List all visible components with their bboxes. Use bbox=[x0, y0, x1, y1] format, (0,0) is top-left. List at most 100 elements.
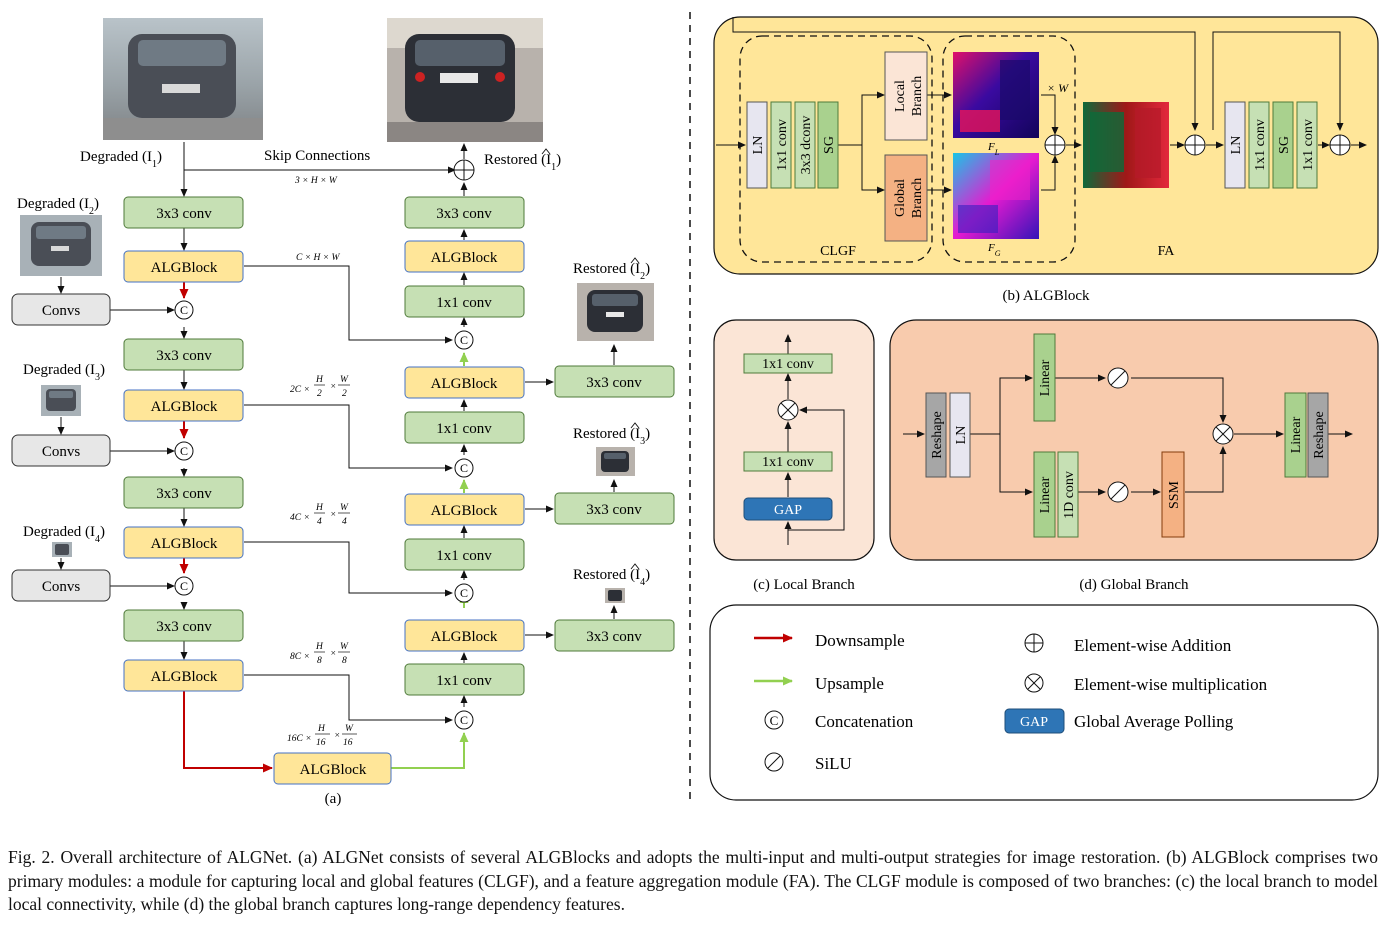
label-restored-3: Restored (I3) bbox=[573, 426, 650, 447]
fa-conv1-a: 1x1 conv bbox=[1248, 101, 1270, 189]
svg-text:H: H bbox=[317, 724, 326, 734]
encoder-conv3-3: 3x3 conv bbox=[123, 476, 244, 509]
svg-text:Branch: Branch bbox=[910, 76, 925, 116]
local-gap-block: GAP bbox=[743, 497, 833, 521]
label-fl: FL bbox=[987, 141, 1000, 157]
svg-text:Reshape: Reshape bbox=[930, 411, 945, 458]
clgf-dconv: 3x3 dconv bbox=[794, 101, 816, 189]
global-linear-bottom: Linear bbox=[1033, 451, 1056, 538]
svg-text:ALGBlock: ALGBlock bbox=[431, 376, 498, 392]
output-conv3-2: 3x3 conv bbox=[554, 365, 675, 398]
panel-b-label: (b) ALGBlock bbox=[1002, 288, 1090, 304]
svg-text:Convs: Convs bbox=[42, 444, 81, 460]
svg-text:C: C bbox=[460, 333, 468, 347]
global-linear-top: Linear bbox=[1033, 333, 1056, 422]
label-degraded-2: Degraded (I2) bbox=[17, 196, 99, 217]
svg-text:16: 16 bbox=[343, 738, 353, 748]
convs-block-2: Convs bbox=[11, 293, 111, 326]
legend-concat-icon: C bbox=[764, 710, 784, 730]
dim-label-l3: 4C × H4 × W4 bbox=[290, 503, 350, 527]
decoder-algblock-4: ALGBlock bbox=[404, 619, 525, 652]
encoder-conv3-1: 3x3 conv bbox=[123, 196, 244, 229]
svg-text:LN: LN bbox=[954, 426, 969, 445]
svg-text:Linear: Linear bbox=[1038, 359, 1053, 396]
global-reshape-in: Reshape bbox=[925, 392, 947, 478]
restored-image-3 bbox=[596, 447, 635, 476]
svg-text:H: H bbox=[315, 375, 324, 385]
svg-text:8C ×: 8C × bbox=[290, 652, 310, 662]
svg-text:1x1 conv: 1x1 conv bbox=[436, 548, 492, 564]
legend-silu-label: SiLU bbox=[815, 754, 852, 773]
silu-icon-top bbox=[1107, 367, 1129, 389]
concat-circle-dec-3: C bbox=[454, 583, 474, 603]
dim-label-l5: 16C × H16 × W16 bbox=[287, 724, 357, 748]
label-restored-2: Restored (I2) bbox=[573, 261, 650, 282]
svg-text:×: × bbox=[330, 649, 336, 659]
skip-connections-label: Skip Connections bbox=[264, 148, 370, 164]
decoder-algblock-3: ALGBlock bbox=[404, 493, 525, 526]
svg-text:3x3 conv: 3x3 conv bbox=[586, 629, 642, 645]
svg-text:1x1 conv: 1x1 conv bbox=[775, 119, 790, 171]
svg-text:8: 8 bbox=[317, 656, 322, 666]
svg-text:SG: SG bbox=[822, 136, 837, 154]
svg-text:1x1 conv: 1x1 conv bbox=[1253, 119, 1268, 171]
svg-text:3x3 conv: 3x3 conv bbox=[156, 619, 212, 635]
dim-label-l1: C × H × W bbox=[296, 253, 341, 263]
svg-text:2C ×: 2C × bbox=[290, 385, 310, 395]
dim-label-top: 3 × H × W bbox=[294, 176, 338, 186]
legend-gap-label: Global Average Polling bbox=[1074, 712, 1234, 731]
encoder-conv3-4: 3x3 conv bbox=[123, 609, 244, 642]
svg-text:Linear: Linear bbox=[1289, 416, 1304, 453]
svg-text:C: C bbox=[180, 579, 188, 593]
panel-a-label: (a) bbox=[325, 791, 342, 807]
svg-text:Convs: Convs bbox=[42, 579, 81, 595]
legend-multiply-label: Element-wise multiplication bbox=[1074, 675, 1268, 694]
global-ssm: SSM bbox=[1161, 451, 1185, 538]
legend-upsample-label: Upsample bbox=[815, 674, 884, 693]
local-branch-block: Local Branch bbox=[884, 51, 928, 141]
decoder-algblock-2: ALGBlock bbox=[404, 366, 525, 399]
svg-text:1D conv: 1D conv bbox=[1062, 471, 1077, 519]
svg-text:Reshape: Reshape bbox=[1312, 411, 1327, 458]
svg-text:ALGBlock: ALGBlock bbox=[151, 536, 218, 552]
decoder-algblock-1: ALGBlock bbox=[404, 240, 525, 273]
svg-text:3x3 dconv: 3x3 dconv bbox=[799, 116, 814, 175]
dim-label-l2: 2C × H2 × W2 bbox=[290, 375, 350, 399]
panel-a: Degraded (I1) Degraded (I2) Degraded (I3… bbox=[11, 18, 675, 807]
degraded-image-2 bbox=[20, 215, 102, 276]
global-reshape-out: Reshape bbox=[1307, 392, 1329, 478]
svg-text:SSM: SSM bbox=[1167, 480, 1182, 509]
fa-sg: SG bbox=[1272, 101, 1294, 189]
svg-text:2: 2 bbox=[342, 389, 347, 399]
global-ln: LN bbox=[949, 392, 971, 478]
svg-text:GAP: GAP bbox=[1020, 715, 1048, 730]
feature-map-local bbox=[953, 52, 1039, 138]
feature-map-fa bbox=[1083, 102, 1169, 188]
concat-circle-enc-1: C bbox=[174, 300, 194, 320]
concat-circle-dec-1: C bbox=[454, 330, 474, 350]
svg-text:ALGBlock: ALGBlock bbox=[151, 399, 218, 415]
panel-c: 1x1 conv 1x1 conv GAP (c) Local Branch bbox=[713, 319, 875, 593]
encoder-algblock-1: ALGBlock bbox=[123, 250, 244, 283]
legend-multiply-icon bbox=[1024, 673, 1044, 693]
feature-map-global bbox=[953, 153, 1039, 239]
fa-conv1-b: 1x1 conv bbox=[1296, 101, 1318, 189]
degraded-image-3 bbox=[41, 385, 81, 416]
encoder-conv3-2: 3x3 conv bbox=[123, 338, 244, 371]
svg-text:W: W bbox=[340, 503, 349, 513]
clgf-sg: SG bbox=[817, 101, 839, 189]
svg-text:C: C bbox=[460, 586, 468, 600]
svg-text:1x1 conv: 1x1 conv bbox=[762, 357, 814, 372]
svg-text:LN: LN bbox=[1229, 136, 1244, 155]
svg-text:ALGBlock: ALGBlock bbox=[151, 260, 218, 276]
svg-text:C: C bbox=[180, 444, 188, 458]
svg-text:H: H bbox=[315, 642, 324, 652]
svg-text:Global: Global bbox=[893, 179, 908, 217]
restored-image-2 bbox=[577, 283, 654, 341]
label-restored-1: Restored (I1) bbox=[484, 152, 561, 173]
svg-text:ALGBlock: ALGBlock bbox=[431, 503, 498, 519]
svg-text:H: H bbox=[315, 503, 324, 513]
svg-text:W: W bbox=[340, 642, 349, 652]
encoder-algblock-4: ALGBlock bbox=[123, 659, 244, 692]
svg-text:1x1 conv: 1x1 conv bbox=[436, 673, 492, 689]
